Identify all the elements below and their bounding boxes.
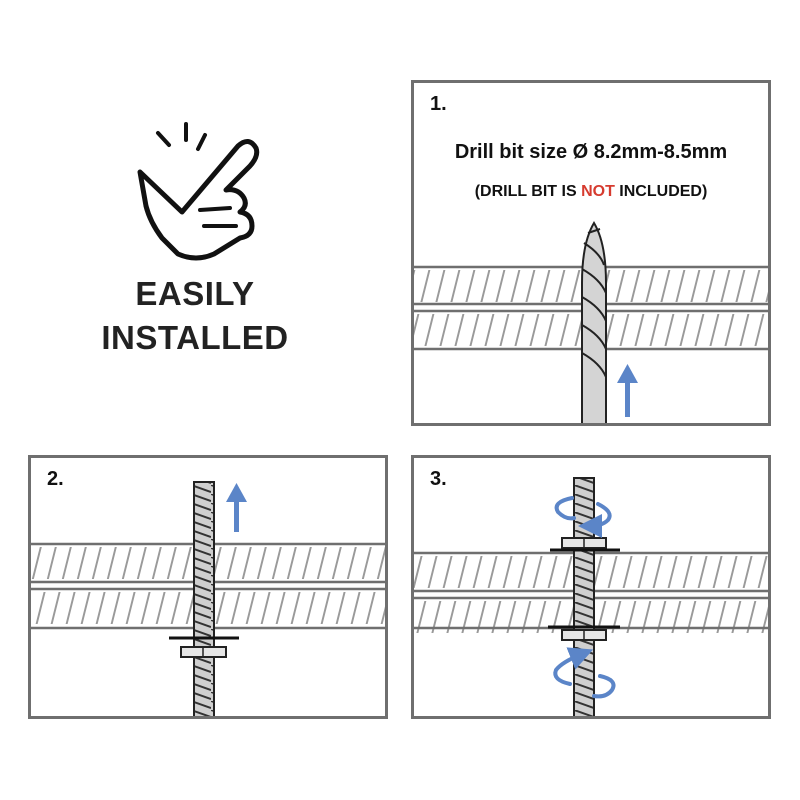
step-1-note: (DRILL BIT IS NOT INCLUDED)	[414, 183, 768, 201]
step-1-panel: 1. Drill bit size Ø 8.2mm-8.5mm (DRILL B…	[411, 80, 771, 426]
rotate-arrow-icon	[553, 647, 616, 699]
step-1-title: Drill bit size Ø 8.2mm-8.5mm	[454, 141, 728, 163]
step-1-note-suffix: INCLUDED)	[614, 183, 708, 200]
badge-label-easily: EASILY	[135, 275, 255, 312]
washer-nut	[169, 636, 239, 658]
arrow-up-icon	[226, 483, 247, 532]
step-2-panel: 2.	[28, 455, 388, 719]
threaded-rod	[193, 481, 215, 716]
arrow-up-icon	[617, 364, 638, 417]
step-2-number: 2.	[47, 468, 64, 490]
tighten-diagram	[414, 477, 768, 716]
step-1-number: 1.	[430, 93, 447, 115]
step-1-note-prefix: (DRILL BIT IS	[474, 183, 582, 200]
step-3-number: 3.	[430, 468, 447, 490]
badge-label-installed: INSTALLED	[101, 319, 289, 356]
top-nut-washer	[550, 537, 620, 552]
rotate-arrow-icon	[554, 496, 612, 538]
drill-bit-icon	[581, 221, 607, 423]
threaded-rod	[573, 477, 595, 716]
rod-insert-diagram	[31, 481, 385, 716]
drill-diagram	[414, 221, 768, 423]
step-1-note-emphasis: NOT	[581, 183, 615, 200]
step-3-panel: 3.	[411, 455, 771, 719]
bottom-nut-washer	[548, 625, 620, 641]
